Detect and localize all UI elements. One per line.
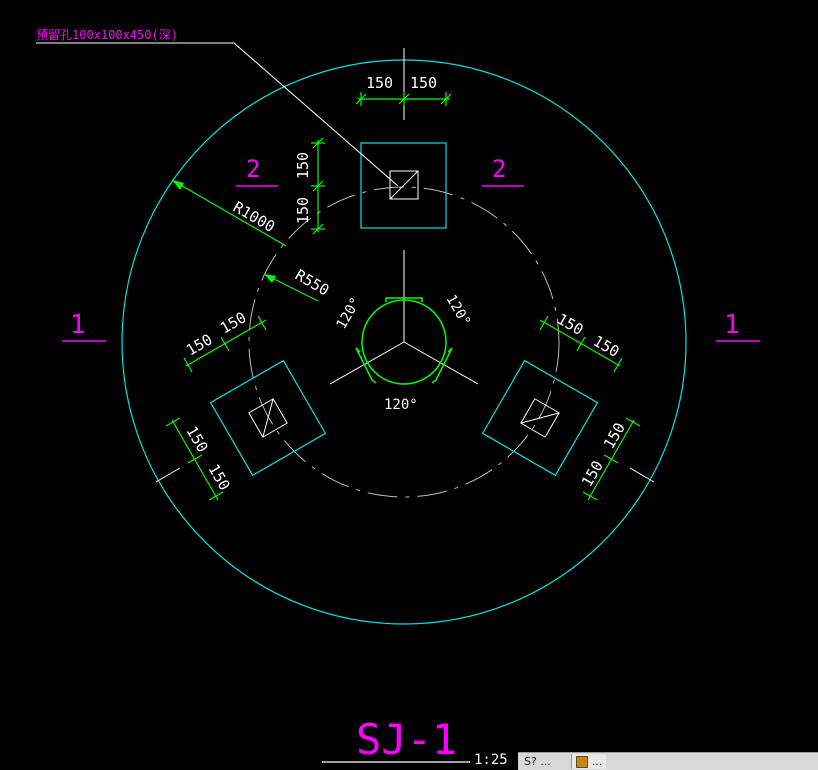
inner-bracket-right	[431, 347, 453, 384]
taskbar-item-1-label: S? ...	[524, 755, 551, 768]
dim-top-v-upper: 150	[294, 152, 312, 179]
dim-top-h-left: 150	[366, 74, 393, 92]
leader-note-text: 预留孔100x100x450(深)	[36, 28, 178, 42]
drawing-title: SJ-1	[356, 715, 457, 764]
dim-right-b1: 150	[600, 420, 629, 452]
drawing-scale: 1:25	[474, 752, 508, 768]
top-vertical-dimension	[311, 137, 325, 235]
radius-label-outer: R1000	[230, 198, 278, 236]
taskbar-item-2[interactable]: ...	[570, 754, 607, 769]
dim-top-h-right: 150	[410, 74, 437, 92]
note-leader	[36, 42, 399, 187]
inner-column-circle	[361, 299, 447, 385]
section-mark-left: 1	[70, 310, 86, 340]
angle-label-left: 120°	[334, 295, 365, 332]
r1000-arrow	[172, 180, 184, 190]
inner-bracket-top	[385, 297, 423, 302]
axis-right-ext	[629, 467, 655, 483]
axis-left-ext	[155, 467, 181, 483]
right-pad-dimension-upper	[539, 315, 623, 373]
taskbar-item-1[interactable]: S? ...	[520, 754, 555, 769]
right-pad	[481, 359, 599, 477]
section-mark-top-right: 2	[492, 155, 506, 183]
angle-label-bottom: 120°	[384, 397, 418, 413]
r1000-dimension-line	[171, 179, 287, 247]
right-pad-dimension-lower	[582, 417, 641, 501]
left-pad-dimension-lower	[165, 417, 224, 501]
taskbar: S? ... ...	[518, 752, 818, 770]
dim-left-a2: 150	[217, 308, 249, 337]
top-horizontal-dimension	[355, 92, 452, 106]
app-icon	[575, 755, 588, 768]
left-pad	[209, 359, 327, 477]
dim-right-b2: 150	[578, 458, 607, 490]
angle-label-right: 120°	[443, 292, 474, 329]
dim-left-a1: 150	[183, 330, 215, 359]
taskbar-item-2-label: ...	[591, 755, 603, 768]
dim-left-b2: 150	[205, 461, 234, 493]
section-mark-right: 1	[724, 310, 740, 340]
section-mark-top-left: 2	[246, 155, 260, 183]
r550-arrow	[264, 274, 276, 283]
inner-bracket-left	[355, 347, 377, 384]
dim-top-v-lower: 150	[294, 197, 312, 224]
radius-label-inner: R550	[292, 266, 332, 300]
dim-left-b1: 150	[183, 423, 212, 455]
top-pad	[360, 142, 447, 229]
dim-right-a2: 150	[590, 332, 622, 361]
left-pad-dimension-upper	[183, 315, 267, 373]
bolt-circle	[248, 186, 560, 498]
